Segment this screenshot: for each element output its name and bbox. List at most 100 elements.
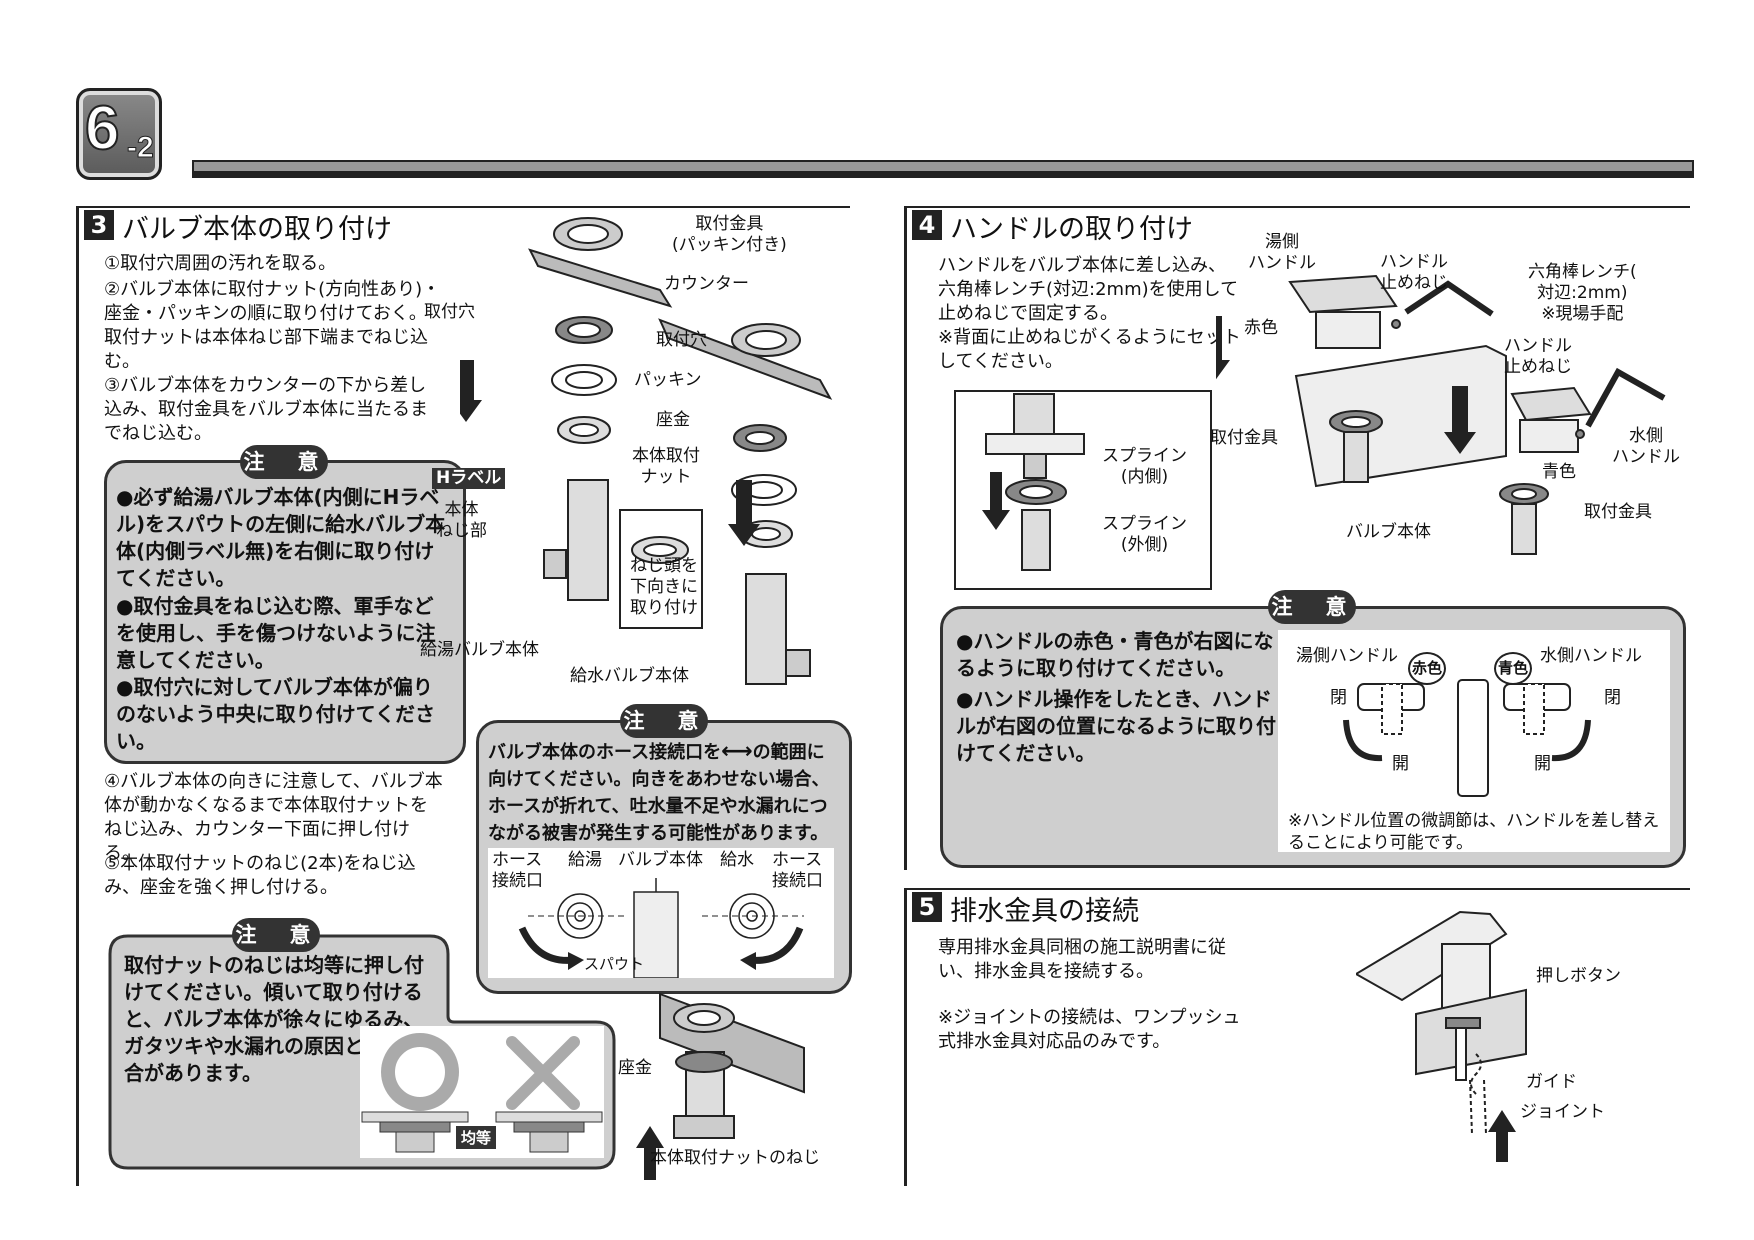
sec3-caution2-text: 取付ナットのねじは均等に押し付けてください。傾いて取り付けると、バルブ本体が徐々… <box>124 953 424 1085</box>
sec3-number: 3 <box>84 210 114 240</box>
sec3-caution-tag-3: 注 意 <box>620 704 708 738</box>
label-valve-body-4: バルブ本体 <box>1346 522 1431 542</box>
ng-mark-icon <box>506 1036 580 1110</box>
label-hot-handle: 湯側 ハンドル <box>1248 232 1316 273</box>
label-set-screw-1: ハンドル 止めねじ <box>1380 252 1448 293</box>
label-h-label: Hラベル <box>432 468 506 489</box>
hex-wrench-icon-2 <box>1585 367 1666 428</box>
label-set-screw-2: ハンドル 止めねじ <box>1504 336 1572 377</box>
handle-position-figure: 湯側ハンドル 赤色 青色 水側ハンドル 閉 開 閉 開 ※ハンドル位置の微調節は… <box>1278 630 1670 853</box>
sec4-number: 4 <box>912 210 942 240</box>
label-spline-outer: スプライン (外側) <box>1102 514 1187 555</box>
sec3-caution1-item-3: ●取付穴に対してバルブ本体が偏りのないよう中央に取り付けてください。 <box>116 675 435 753</box>
label-hot: 給湯 <box>568 850 602 870</box>
sec3-step-5: ⑤本体取付ナットのねじ(2本)をねじ込み、座金を強く押し付ける。 <box>104 853 416 898</box>
label-red: 赤色 <box>1244 318 1278 338</box>
drain-fitting-diagram: 押しボタン ガイド ジョイント <box>1356 904 1676 1164</box>
ok-mark-icon <box>381 1033 459 1111</box>
sec5-text: 専用排水金具同梱の施工説明書に従い、排水金具を接続する。 <box>938 937 1226 982</box>
label-screw-down: ねじ頭を 下向きに 取り付け <box>630 556 698 618</box>
label-hose-left: ホース接続口 <box>492 850 543 891</box>
double-arrow-icon: ⟷ <box>721 739 753 764</box>
label-fitting: 取付金具 (パッキン付き) <box>672 214 787 255</box>
label-hole-left: 取付穴 <box>424 302 475 322</box>
fig-note: ※ハンドル位置の微調節は、ハンドルを差し替えることにより可能です。 <box>1288 811 1660 853</box>
even-label: 均等 <box>456 1126 497 1149</box>
sec3-caution-tag-1: 注 意 <box>240 445 328 479</box>
sec3-step-1: ①取付穴周囲の汚れを取る。 <box>104 253 337 274</box>
spline-detail-box: スプライン (内側) スプライン (外側) <box>954 390 1212 590</box>
label-valve-body: バルブ本体 <box>618 850 703 870</box>
label-spout: スパウト <box>584 955 645 973</box>
rotate-hot-icon <box>1343 719 1383 762</box>
label-fitting-4b: 取付金具 <box>1584 502 1652 522</box>
fig-open-right: 開 <box>1534 754 1551 774</box>
nut-even-figure: 均等 <box>360 1026 604 1158</box>
fig-blue-badge: 青色 <box>1494 652 1533 685</box>
sec3-step-3: ③バルブ本体をカウンターの下から差し込み、取付金具をバルブ本体に当たるまでねじ込… <box>104 375 428 444</box>
fig-red-badge: 赤色 <box>1408 652 1447 685</box>
sec5-number: 5 <box>912 892 942 922</box>
label-guide: ガイド <box>1526 1072 1577 1092</box>
fig-closed-left: 閉 <box>1330 688 1347 708</box>
label-cold-valve: 給水バルブ本体 <box>570 666 689 686</box>
fig-cold-handle: 水側ハンドル <box>1540 646 1642 666</box>
sec4-caution-item-2: ●ハンドル操作をしたとき、ハンドルが右図の位置になるように取り付けてください。 <box>956 687 1276 765</box>
sec3-step-4: ④バルブ本体の向きに注意して、バルブ本体が動かなくなるまで本体取付ナットをねじ込… <box>104 771 443 864</box>
label-washer-2: 座金 <box>618 1058 652 1078</box>
header-rule <box>192 160 1694 178</box>
sec5-left-border <box>904 888 907 1186</box>
label-packing: パッキン <box>634 370 702 390</box>
rotate-arrow-left-icon <box>518 926 575 964</box>
fig-hot-handle: 湯側ハンドル <box>1296 646 1398 666</box>
step-number: 6 <box>84 93 121 164</box>
sec3-caution-box-1 <box>104 460 466 764</box>
label-counter: カウンター <box>664 274 749 294</box>
sec3-title: バルブ本体の取り付け <box>122 214 392 245</box>
label-fitting-4: 取付金具 <box>1210 428 1278 448</box>
fig-open-left: 開 <box>1392 754 1409 774</box>
sec4-left-border <box>904 206 907 870</box>
sec3-step-2: ②バルブ本体に取付ナット(方向性あり)・座金・パッキンの順に取り付けておく。取付… <box>104 279 441 372</box>
label-hot-valve: 給湯バルブ本体 <box>420 640 539 660</box>
step-badge: 6 -2 <box>76 88 162 180</box>
sec4-caution-item-1: ●ハンドルの赤色・青色が右図になるように取り付けてください。 <box>956 629 1274 680</box>
label-cold: 給水 <box>720 850 754 870</box>
label-body-thread: 本体 ねじ部 <box>436 500 487 541</box>
sec3-caution-tag-2: 注 意 <box>232 918 320 952</box>
down-arrow-icon-4 <box>1216 316 1230 380</box>
up-arrow-icon <box>636 1126 664 1180</box>
up-arrow-icon-2 <box>1488 1110 1516 1162</box>
sec4-rule <box>904 206 1690 208</box>
label-hole-right: 取付穴 <box>656 330 707 350</box>
fig-closed-right: 閉 <box>1604 688 1621 708</box>
label-blue: 青色 <box>1542 462 1576 482</box>
sec4-note: ※背面に止めねじがくるようにセットしてください。 <box>938 327 1241 372</box>
label-body-nut: 本体取付 ナット <box>632 446 700 487</box>
label-hose-right: ホース接続口 <box>772 850 823 891</box>
hose-direction-figure: ホース接続口 給湯 バルブ本体 給水 ホース接続口 スパウト <box>488 848 834 978</box>
hex-wrench-icon <box>1404 280 1494 317</box>
handle-assembly-diagram: 湯側 ハンドル ハンドル 止めねじ 六角棒レンチ( 対辺:2mm) ※現場手配 … <box>1210 232 1686 576</box>
sec3-caution3-text: バルブ本体のホース接続口を⟷の範囲に向けてください。向きをあわせない場合、ホース… <box>488 739 830 844</box>
down-arrow-icon-2 <box>728 480 760 546</box>
label-wrench: 六角棒レンチ( 対辺:2mm) ※現場手配 <box>1528 262 1637 324</box>
sec5-title: 排水金具の接続 <box>950 896 1139 927</box>
sec3-left-border <box>76 206 79 1186</box>
rotate-arrow-right-icon <box>749 926 804 964</box>
washer-press-diagram: 座金 本体取付ナットのねじ <box>618 992 850 1182</box>
label-spline-inner: スプライン (内側) <box>1102 446 1187 487</box>
sec5-note: ※ジョイントの接続は、ワンプッシュ式排水金具対応品のみです。 <box>938 1007 1241 1052</box>
sec3-rule <box>76 206 850 208</box>
sec4-text: ハンドルをバルブ本体に差し込み、六角棒レンチ(対辺:2mm)を使用して止めねじで… <box>938 255 1239 324</box>
sec3-caution1-item-1: ●必ず給湯バルブ本体(内側にHラベル)をスパウトの左側に給水バルブ本体(内側ラベ… <box>116 485 446 590</box>
label-cold-handle: 水側 ハンドル <box>1612 426 1680 467</box>
step-sub-number: -2 <box>127 131 155 165</box>
label-joint: ジョイント <box>1520 1102 1605 1122</box>
sec3-caution1-item-2: ●取付金具をねじ込む際、軍手などを使用し、手を傷つけないように注意してください。 <box>116 594 436 672</box>
sec4-caution-tag: 注 意 <box>1268 590 1356 624</box>
label-push-button: 押しボタン <box>1536 966 1621 986</box>
down-arrow-icon <box>460 360 482 422</box>
valve-assembly-diagram: 取付金具 (パッキン付き) カウンター 取付穴 取付穴 パッキン 座金 本体取付… <box>420 210 860 710</box>
rotate-cold-icon <box>1551 719 1591 762</box>
